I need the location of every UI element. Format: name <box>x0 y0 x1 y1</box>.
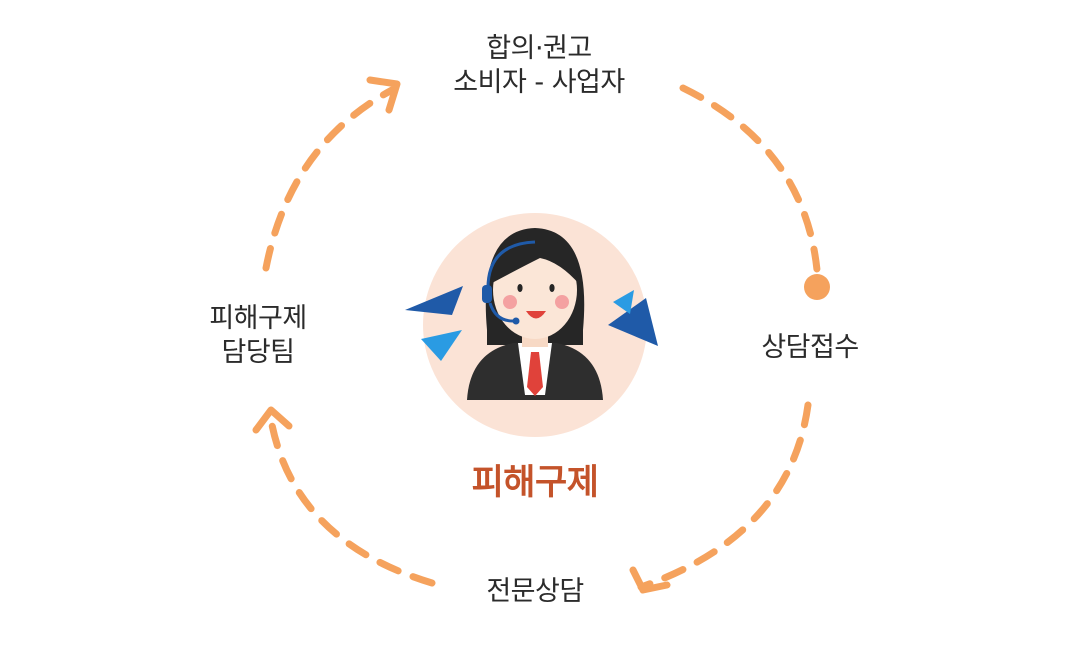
customer-service-agent-icon <box>405 213 658 437</box>
arrowhead-left-icon <box>252 406 293 434</box>
arc-top-left <box>262 86 396 272</box>
arrowhead-top-icon <box>366 76 401 114</box>
stage-label-top-line-2: 소비자 - 사업자 <box>453 67 625 98</box>
arc-bottom-right <box>637 401 812 591</box>
arrowhead-bottom-icon <box>629 566 671 594</box>
stage-label-bottom: 전문상담 <box>455 575 615 609</box>
stage-label-top: 합의·권고 소비자 - 사업자 <box>434 32 644 100</box>
arc-top-right <box>679 84 822 286</box>
arc-bottom-left <box>266 410 436 587</box>
stage-label-top-line-1: 합의·권고 <box>486 33 592 64</box>
stage-label-left: 피해구제 담당팀 <box>178 302 338 370</box>
center-title: 피해구제 <box>471 463 599 503</box>
stage-label-right: 상담접수 <box>740 331 880 365</box>
stage-label-right-line-1: 상담접수 <box>761 332 859 363</box>
stage-label-bottom-line-1: 전문상담 <box>486 576 584 607</box>
arc-end-dot <box>804 274 830 300</box>
stage-label-left-line-2: 담당팀 <box>221 337 295 368</box>
stage-label-left-line-1: 피해구제 <box>209 303 307 334</box>
